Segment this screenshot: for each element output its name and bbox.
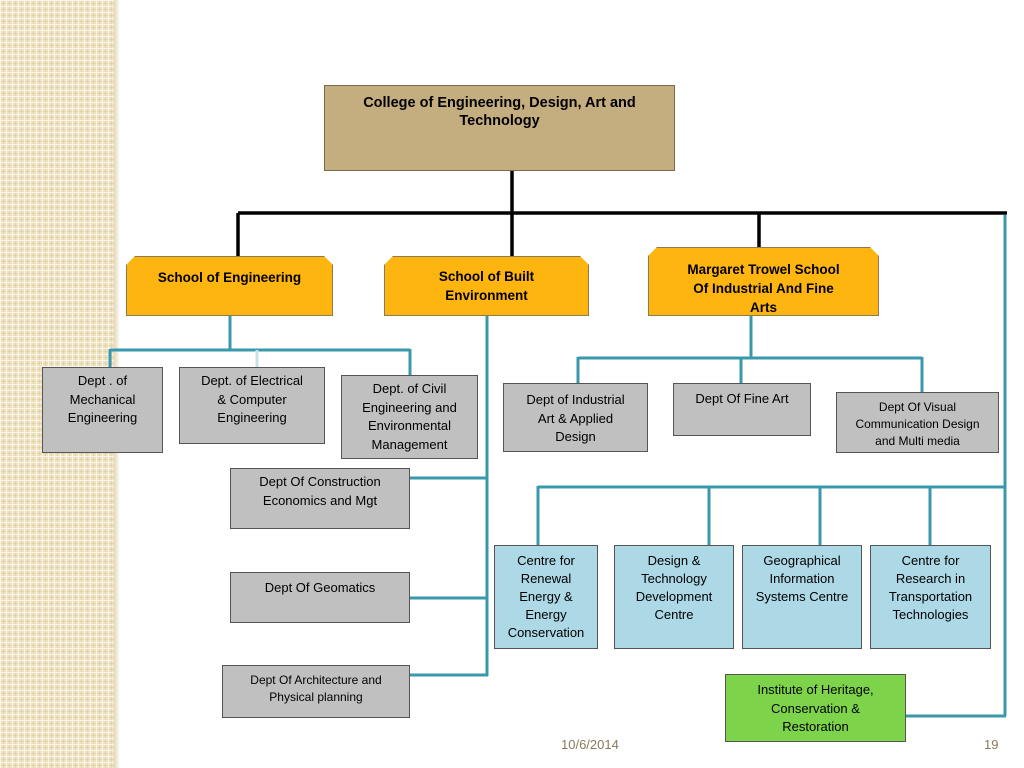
primary-connectors — [236, 170, 1007, 257]
dept-fine-art: Dept Of Fine Art — [673, 383, 811, 436]
centre-geographical-information: Geographical Information Systems Centre — [742, 545, 862, 649]
centre-transportation-research: Centre for Research in Transportation Te… — [870, 545, 991, 649]
dept-mechanical-engineering: Dept . of Mechanical Engineering — [42, 367, 163, 453]
centre-design-technology: Design & Technology Development Centre — [614, 545, 734, 649]
institute-heritage-conservation: Institute of Heritage, Conservation & Re… — [725, 674, 906, 742]
dept-electrical-computer-engineering: Dept. of Electrical & Computer Engineeri… — [179, 367, 325, 444]
slide-date: 10/6/2014 — [561, 737, 619, 752]
dept-geomatics: Dept Of Geomatics — [230, 572, 410, 623]
school-of-engineering-box: School of Engineering — [126, 256, 333, 316]
margaret-trowel-school-box: Margaret Trowel School Of Industrial And… — [648, 247, 879, 316]
margaret-trowel-school-label: Margaret Trowel School Of Industrial And… — [687, 262, 840, 315]
dept-industrial-art-applied-design: Dept of Industrial Art & Applied Design — [503, 383, 648, 452]
school-of-built-environment-box: School of Built Environment — [384, 256, 589, 316]
centre-renewable-energy: Centre for Renewal Energy & Energy Conse… — [494, 545, 598, 649]
dept-architecture-physical-planning: Dept Of Architecture and Physical planni… — [222, 665, 410, 718]
school-of-engineering-label: School of Engineering — [157, 270, 302, 285]
slide-page-number: 19 — [984, 737, 999, 752]
dept-visual-communication: Dept Of Visual Communication Design and … — [836, 392, 999, 453]
college-box: College of Engineering, Design, Art and … — [324, 85, 675, 171]
college-title: College of Engineering, Design, Art and … — [363, 95, 636, 129]
school-of-built-environment-label: School of Built Environment — [438, 269, 535, 303]
secondary-connectors — [108, 215, 1007, 718]
dept-construction-economics: Dept Of Construction Economics and Mgt — [230, 468, 410, 529]
dept-civil-engineering: Dept. of Civil Engineering and Environme… — [341, 375, 478, 459]
